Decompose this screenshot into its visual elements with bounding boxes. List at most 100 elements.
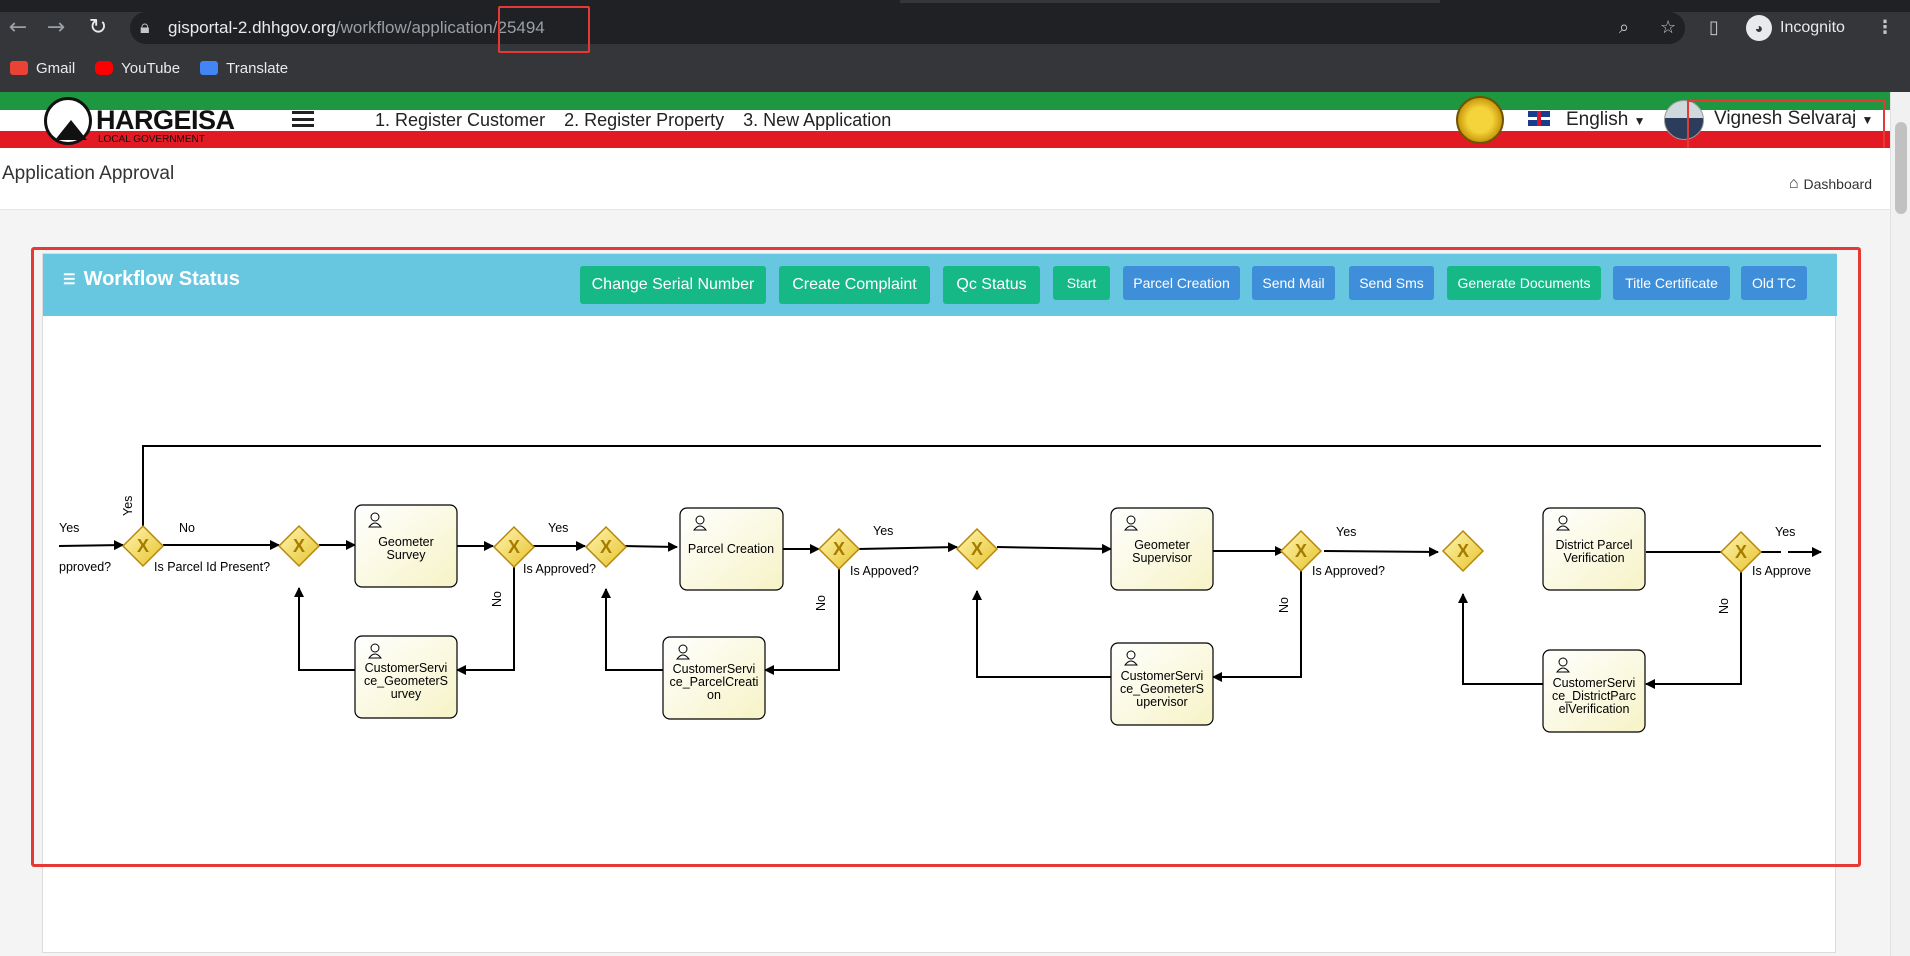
top-nav: 1. Register Customer 2. Register Propert… (375, 110, 891, 131)
old-tc-button[interactable]: Old TC (1741, 266, 1807, 300)
panel-title-text: Workflow Status (83, 268, 240, 290)
zoom-icon[interactable]: ⌕ (1619, 17, 1630, 38)
svg-text:No: No (179, 521, 195, 535)
create-complaint-button[interactable]: Create Complaint (779, 266, 930, 304)
svg-text:Is Parcel Id Present?: Is Parcel Id Present? (154, 560, 270, 574)
svg-text:ce_ParcelCreati: ce_ParcelCreati (670, 675, 759, 689)
language-dropdown[interactable]: English ▼ (1566, 109, 1646, 131)
svg-text:X: X (508, 537, 520, 557)
qc-status-button[interactable]: Qc Status (943, 266, 1040, 304)
bookmark-label: Translate (226, 59, 289, 77)
url-path: /workflow/application/ (335, 18, 498, 37)
svg-text:X: X (1735, 542, 1747, 562)
incognito-icon: ◕ (1746, 15, 1772, 41)
svg-text:CustomerServi: CustomerServi (673, 662, 756, 676)
page-title: Application Approval (2, 163, 175, 184)
svg-text:X: X (293, 536, 305, 556)
svg-text:Parcel Creation: Parcel Creation (688, 542, 774, 556)
svg-text:X: X (971, 539, 983, 559)
breadcrumb[interactable]: ⌂ Dashboard (1789, 175, 1872, 193)
generate-documents-button[interactable]: Generate Documents (1447, 266, 1601, 300)
bookmarks-bar: Gmail YouTube Translate (0, 56, 288, 80)
bookmark-youtube[interactable]: YouTube (95, 56, 180, 80)
svg-text:No: No (490, 591, 504, 607)
user-avatar[interactable] (1664, 100, 1704, 140)
bookmark-gmail[interactable]: Gmail (10, 56, 75, 80)
svg-text:Geometer: Geometer (1134, 538, 1190, 552)
address-bar[interactable] (130, 12, 1685, 44)
lock-icon[interactable]: 🔒︎ (140, 17, 150, 38)
title-certificate-button[interactable]: Title Certificate (1613, 266, 1730, 300)
forward-icon[interactable]: → (46, 15, 66, 40)
translate-icon (200, 61, 219, 75)
header-white-band (0, 110, 1890, 131)
svg-text:Is Appoved?: Is Appoved? (850, 564, 919, 578)
logo-mark-icon (44, 97, 92, 145)
task-geometer-survey-label-1: Geometer (378, 535, 434, 549)
parcel-creation-button[interactable]: Parcel Creation (1123, 266, 1240, 300)
svg-text:X: X (600, 537, 612, 557)
site-logo[interactable]: HARGEISA LOCAL GOVERNMENT (44, 97, 235, 147)
side-panel-icon[interactable]: ▯ (1709, 17, 1719, 38)
panel-title: ☰ Workflow Status (63, 268, 240, 291)
url-id-highlight (498, 6, 590, 53)
incognito-label: Incognito (1780, 19, 1845, 36)
government-emblem-icon (1456, 96, 1504, 144)
task-geometer-survey-label-2: Survey (387, 548, 427, 562)
change-serial-number-button[interactable]: Change Serial Number (580, 266, 766, 304)
bookmark-label: YouTube (121, 59, 181, 77)
start-button[interactable]: Start (1053, 266, 1110, 300)
menu-kebab-icon[interactable]: ⋮ (1876, 17, 1894, 38)
svg-text:Supervisor: Supervisor (1132, 551, 1192, 565)
svg-text:X: X (1295, 541, 1307, 561)
svg-text:urvey: urvey (391, 687, 422, 701)
svg-text:X: X (137, 536, 149, 556)
header-red-band (0, 131, 1890, 148)
svg-text:No: No (1277, 597, 1291, 613)
svg-text:Yes: Yes (1775, 525, 1795, 539)
url-host: gisportal-2.dhhgov.org (168, 18, 336, 37)
star-icon[interactable]: ☆ (1660, 17, 1677, 38)
nav-new-application[interactable]: 3. New Application (743, 110, 892, 130)
bookmark-label: Gmail (36, 59, 76, 77)
nav-register-customer[interactable]: 1. Register Customer (375, 110, 546, 130)
uk-flag-icon (1528, 111, 1550, 126)
svg-text:elVerification: elVerification (1559, 702, 1630, 716)
workflow-panel: ☰ Workflow Status Change Serial Number C… (42, 253, 1837, 954)
svg-text:District Parcel: District Parcel (1555, 538, 1632, 552)
url-id: 25494 (497, 18, 545, 37)
header-green-band (0, 92, 1890, 110)
breadcrumb-dashboard[interactable]: Dashboard (1803, 176, 1873, 192)
site-header: HARGEISA LOCAL GOVERNMENT 1. Register Cu… (0, 92, 1890, 157)
svg-text:Yes: Yes (548, 521, 568, 535)
browser-chrome: ← → ↻ 🔒︎ gisportal-2.dhhgov.org/workflow… (0, 0, 1910, 92)
svg-text:Is Approved?: Is Approved? (1312, 564, 1385, 578)
svg-text:Is Approved?: Is Approved? (523, 562, 596, 576)
svg-text:Verification: Verification (1563, 551, 1624, 565)
reload-icon[interactable]: ↻ (88, 15, 108, 40)
language-label: English (1566, 109, 1629, 130)
page-scrollbar[interactable] (1890, 92, 1910, 956)
url-text[interactable]: gisportal-2.dhhgov.org/workflow/applicat… (168, 18, 545, 38)
panel-highlight (31, 247, 1861, 867)
svg-text:ce_GeometerS: ce_GeometerS (364, 674, 448, 688)
caret-down-icon: ▼ (1633, 114, 1646, 128)
svg-text:Yes: Yes (121, 496, 135, 516)
nav-register-property[interactable]: 2. Register Property (564, 110, 725, 130)
send-mail-button[interactable]: Send Mail (1252, 266, 1335, 300)
back-icon[interactable]: ← (8, 15, 28, 40)
send-sms-button[interactable]: Send Sms (1349, 266, 1434, 300)
title-bar: Application Approval ⌂ Dashboard (0, 148, 1890, 210)
svg-text:Yes: Yes (1336, 525, 1356, 539)
svg-text:on: on (707, 688, 721, 702)
svg-text:No: No (1717, 598, 1731, 614)
active-tab[interactable] (900, 0, 1440, 3)
bookmark-translate[interactable]: Translate (200, 56, 288, 80)
incognito-badge[interactable]: ◕ Incognito (1746, 14, 1845, 42)
svg-text:upervisor: upervisor (1136, 695, 1187, 709)
user-dropdown[interactable]: Vignesh Selvaraj ▼ (1714, 108, 1873, 130)
hamburger-menu-icon[interactable] (292, 111, 314, 127)
svg-text:ce_GeometerS: ce_GeometerS (1120, 682, 1204, 696)
scrollbar-thumb[interactable] (1895, 122, 1907, 214)
